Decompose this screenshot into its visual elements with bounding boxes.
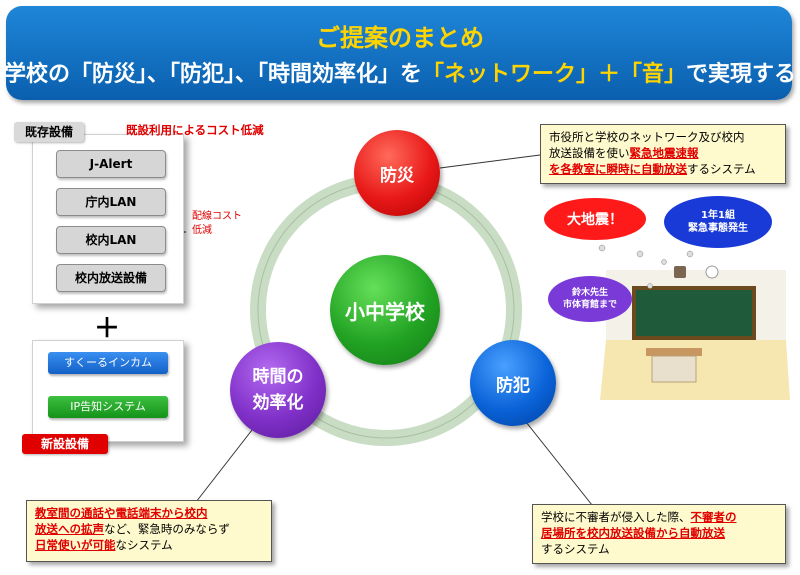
- wiring-cost-note: 配線コスト 低減: [192, 210, 242, 238]
- page-subtitle: 学校の「防災」、「防犯」、「時間効率化」を「ネットワーク」＋「音」で実現する: [0, 56, 800, 88]
- callout-disaster-prevention: 市役所と学校のネットワーク及び校内 放送設備を使い緊急地震速報 を各教室に瞬時に…: [540, 124, 786, 184]
- existing-equipment-tag: 既存設備: [14, 122, 84, 142]
- bubble-teacher-call-line2: 市体育館まで: [562, 300, 617, 310]
- new-equipment-school-intercom: すくーるインカム: [48, 352, 168, 374]
- callout-jikan-line2-red: 放送への拡声: [35, 522, 104, 536]
- circle-crime-prevention: 防犯: [470, 340, 556, 426]
- callout-bouhan-line1-red: 不審者の: [690, 510, 737, 524]
- bubble-class-emergency-line2: 緊急事態発生: [688, 223, 748, 234]
- circle-time-efficiency-line1: 時間の: [252, 367, 304, 387]
- wiring-cost-note-line2: 低減: [192, 225, 212, 236]
- callout-bousai-line3-plain: するシステム: [687, 162, 756, 176]
- connector-jikan: [195, 429, 253, 503]
- subtitle-part-1: 学校の「防災」、「防犯」、「時間効率化」を: [3, 62, 422, 87]
- bubble-big-earthquake: 大地震！: [544, 198, 646, 240]
- callout-crime-prevention: 学校に不審者が侵入した際、不審者の 居場所を校内放送設備から自動放送 するシステ…: [532, 504, 786, 564]
- thought-dot-2: [636, 250, 644, 258]
- connector-bousai: [439, 154, 541, 169]
- header-banner: [6, 6, 792, 100]
- equipment-j-alert: J-Alert: [56, 150, 166, 178]
- clock-icon: [705, 265, 719, 279]
- equipment-school-lan: 校内LAN: [56, 226, 166, 254]
- wiring-cost-note-line1: 配線コスト: [192, 211, 242, 222]
- thought-dot-1: [598, 244, 606, 252]
- classroom-illustration: [598, 244, 790, 400]
- callout-bousai-line2-plain: 放送設備を使い: [549, 146, 630, 160]
- bubble-teacher-call-line1: 鈴木先生: [571, 288, 608, 298]
- page-title: ご提案のまとめ: [316, 24, 484, 52]
- callout-bouhan-line2-red: 居場所を校内放送設備から自動放送: [541, 526, 725, 540]
- thought-dot-4: [686, 250, 694, 258]
- cost-reduction-note: 既設利用によるコスト低減: [126, 123, 264, 137]
- circle-time-efficiency-line2: 効率化: [252, 393, 304, 413]
- callout-bousai-line1: 市役所と学校のネットワーク及び校内: [549, 130, 745, 144]
- callout-jikan-line3-red: 日常使いが可能: [35, 538, 116, 552]
- center-circle-school: 小中学校: [330, 255, 440, 365]
- circle-disaster-prevention: 防災: [354, 130, 440, 216]
- callout-jikan-line2-plain: など、緊急時のみならず: [104, 522, 230, 536]
- new-equipment-ip-announce: IP告知システム: [48, 396, 168, 418]
- blackboard: [636, 290, 752, 336]
- callout-bouhan-line3: するシステム: [541, 542, 610, 556]
- bubble-teacher-call: 鈴木先生 市体育館まで: [548, 276, 632, 322]
- teacher-desk-front: [651, 355, 697, 383]
- subtitle-part-3: で実現する: [686, 62, 797, 87]
- teacher-desk-top: [646, 348, 702, 356]
- thought-dot-3: [661, 259, 667, 265]
- plus-sign: ＋: [94, 314, 121, 344]
- thought-dot-5: [647, 283, 653, 289]
- callout-jikan-line1-red: 教室間の通話や電話端末から校内: [35, 506, 208, 520]
- bubble-class-emergency-line1: 1年1組: [701, 210, 735, 221]
- equipment-government-lan: 庁内LAN: [56, 188, 166, 216]
- bubble-class-emergency: 1年1組 緊急事態発生: [664, 196, 772, 248]
- callout-bousai-line3-red: を各教室に瞬時に自動放送: [549, 162, 687, 176]
- circle-time-efficiency: 時間の 効率化: [230, 342, 326, 438]
- subtitle-part-highlight: 「ネットワーク」＋「音」: [421, 62, 686, 87]
- callout-bousai-line2-red: 緊急地震速報: [629, 146, 699, 160]
- callout-time-efficiency: 教室間の通話や電話端末から校内 放送への拡声など、緊急時のみならず 日常使いが可…: [26, 500, 272, 562]
- callout-bouhan-line1-plain: 学校に不審者が侵入した際、: [541, 510, 691, 524]
- callout-jikan-line3-plain: なシステム: [115, 538, 173, 552]
- new-equipment-tag: 新設設備: [22, 434, 108, 454]
- speaker-icon: [674, 266, 686, 278]
- connector-bouhan: [525, 421, 593, 506]
- equipment-broadcast: 校内放送設備: [56, 264, 166, 292]
